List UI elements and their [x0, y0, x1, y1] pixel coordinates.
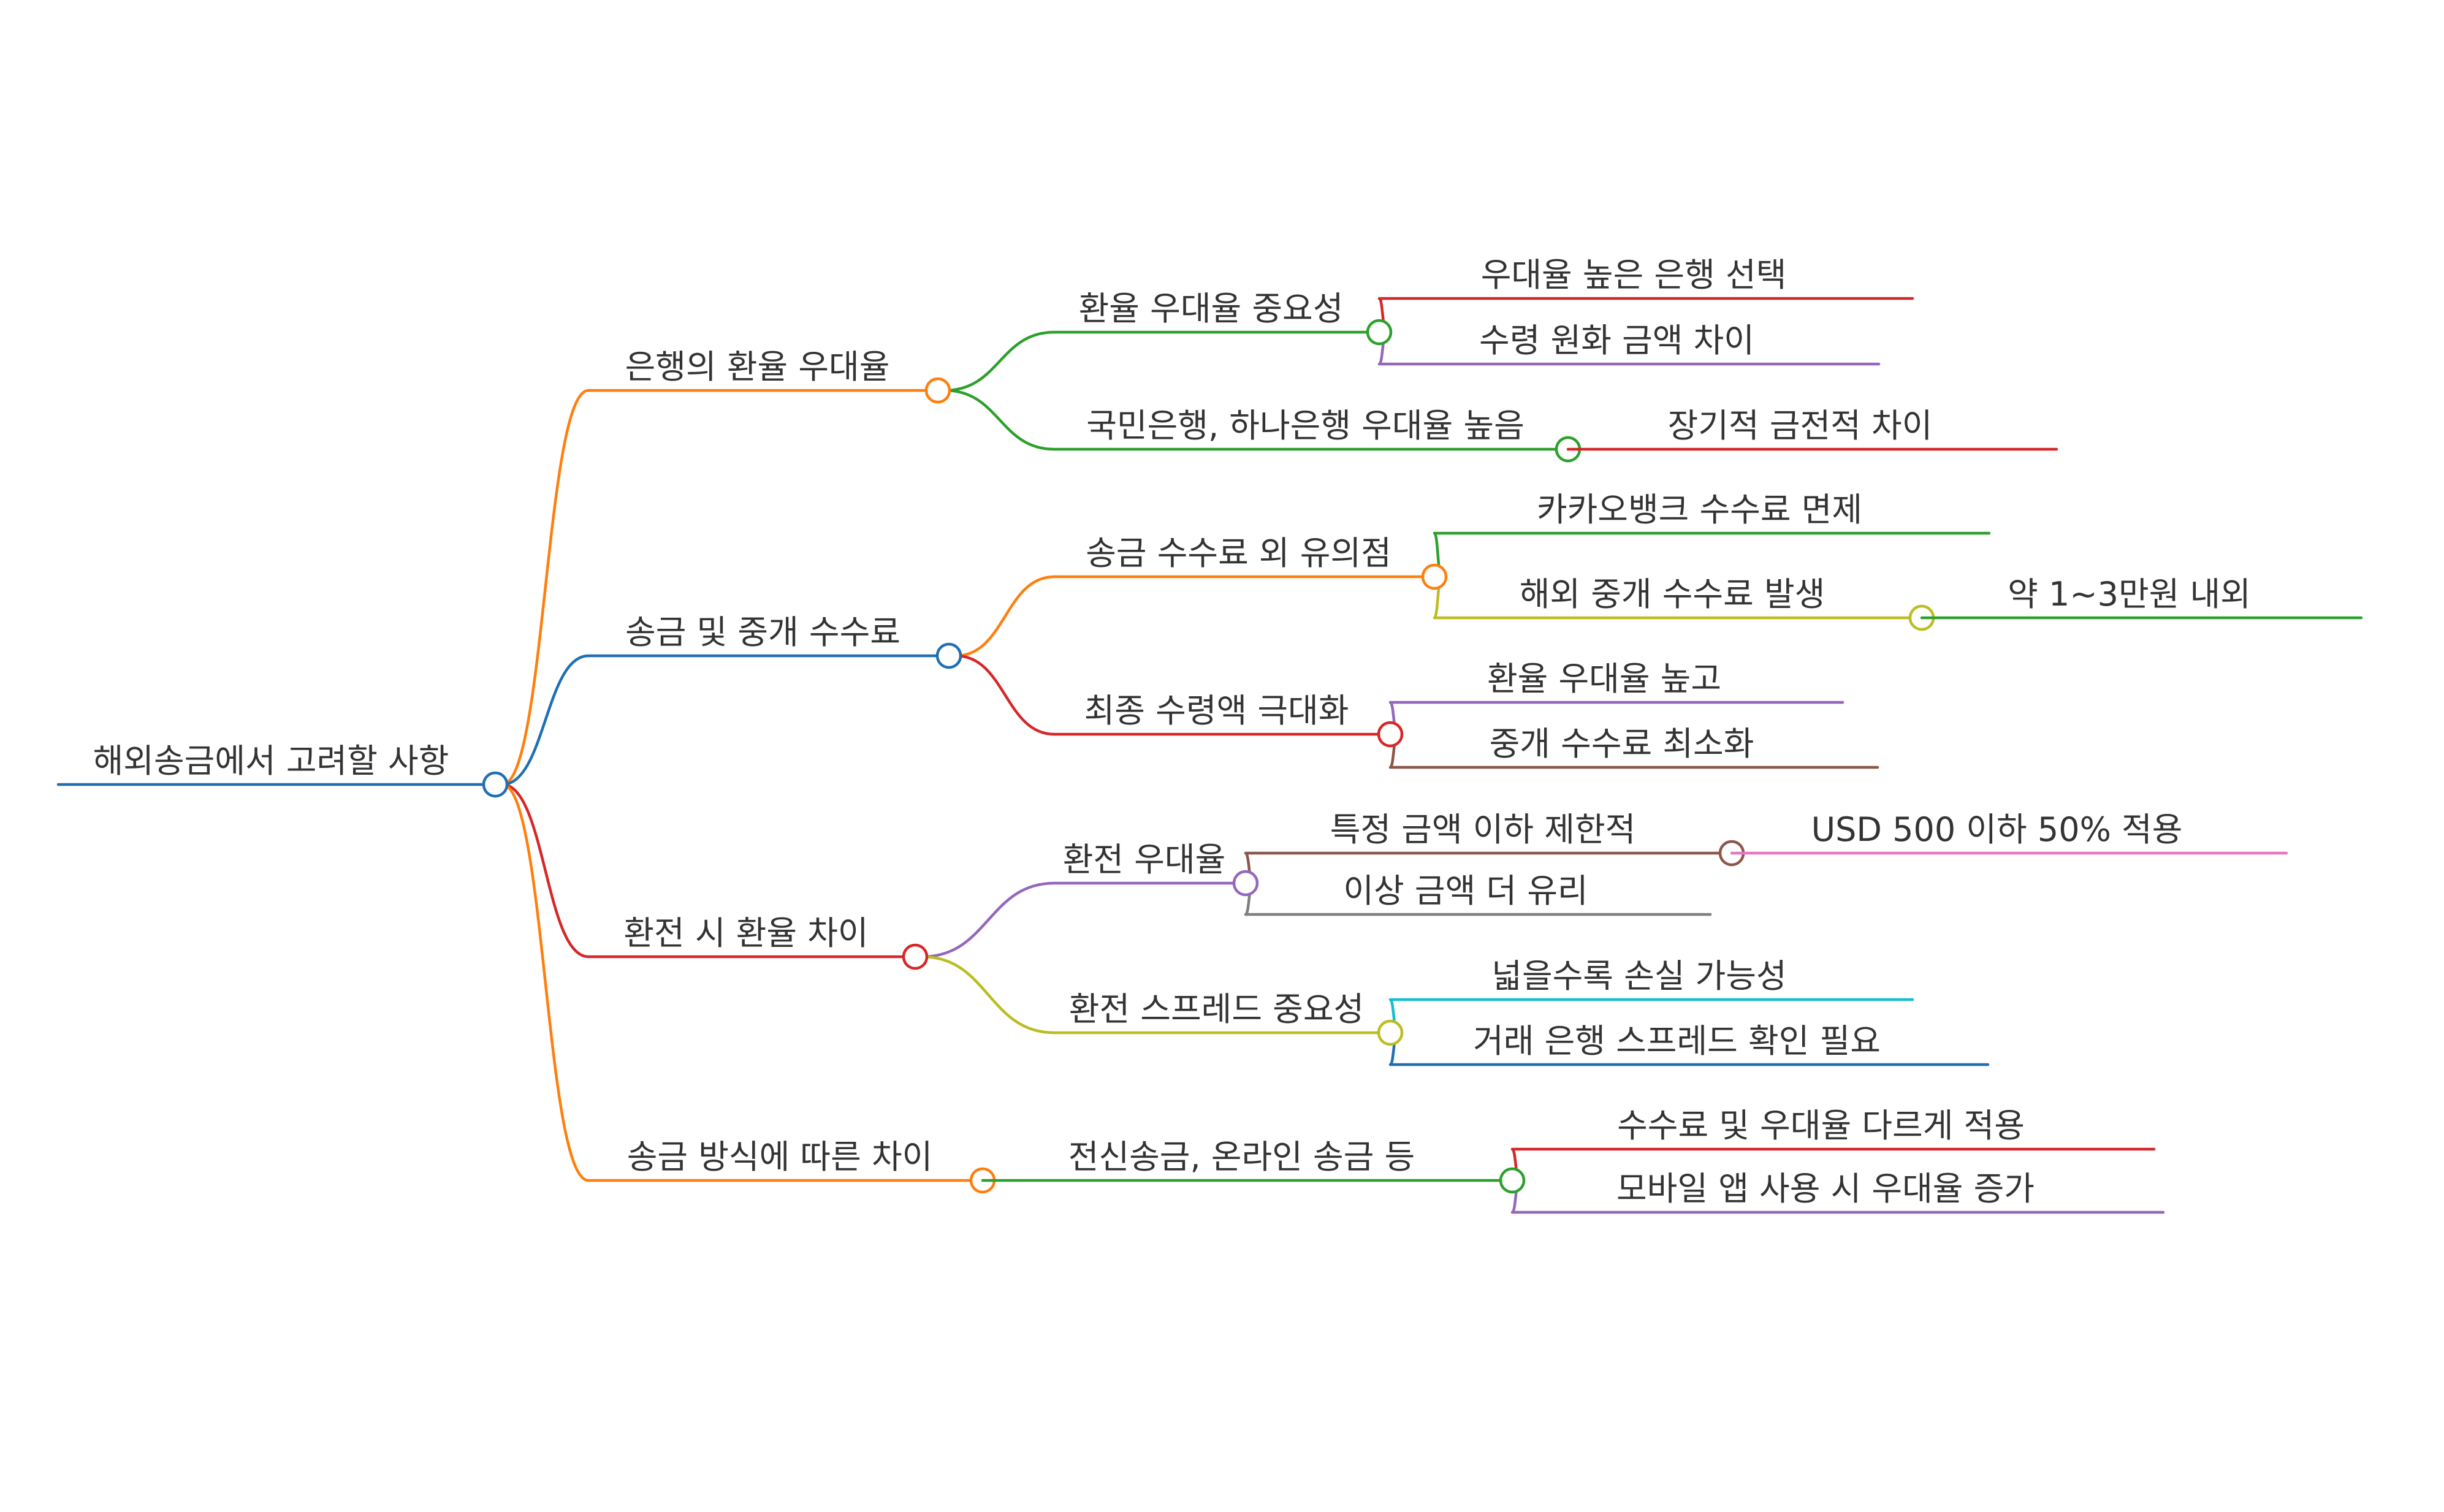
- edge-b1-b1a: [945, 330, 1055, 392]
- node-label: 모바일 앱 사용 시 우대율 증가: [1616, 1169, 2035, 1208]
- mindmap-node-b2a1[interactable]: 카카오뱅크 수수료 면제: [1433, 490, 1991, 535]
- node-label: 특정 금액 이하 제한적: [1330, 810, 1636, 849]
- node-toggle-circle[interactable]: [482, 771, 509, 798]
- node-label: 최종 수령액 극대화: [1084, 691, 1349, 730]
- mindmap-node-b3b1[interactable]: 넓을수록 손실 가능성: [1388, 957, 1914, 1001]
- mindmap-node-b3[interactable]: 환전 시 환율 차이: [587, 914, 929, 970]
- mindmap-node-b2a2a[interactable]: 약 1~3만원 내외: [1920, 575, 2363, 620]
- mindmap-node-b3a[interactable]: 환전 우대율: [1053, 840, 1259, 897]
- mindmap-node-b1b1[interactable]: 장기적 금전적 차이: [1566, 406, 2058, 451]
- mindmap-node-root[interactable]: 해외송금에서 고려할 사항: [56, 742, 509, 798]
- edge-b2-b2a: [956, 575, 1055, 658]
- node-toggle-circle[interactable]: [1366, 319, 1393, 346]
- node-label: 환전 스프레드 중요성: [1069, 990, 1364, 1028]
- node-label: 송금 수수료 외 유의점: [1086, 534, 1391, 572]
- mindmap-node-b2a2[interactable]: 해외 중개 수수료 발생: [1433, 575, 1935, 631]
- mindmap-node-b3a1a[interactable]: USD 500 이하 50% 적용: [1730, 810, 2288, 855]
- mindmap-node-b2a[interactable]: 송금 수수료 외 유의점: [1053, 534, 1448, 590]
- mindmap-node-b4a[interactable]: 전신송금, 온라인 송금 등: [981, 1138, 1526, 1194]
- node-toggle-circle[interactable]: [1499, 1167, 1526, 1194]
- node-label: 국민은행, 하나은행 우대율 높음: [1086, 406, 1525, 445]
- node-label: 송금 방식에 따른 차이: [627, 1138, 933, 1176]
- mindmap-node-b2[interactable]: 송금 및 중개 수수료: [587, 613, 962, 669]
- node-toggle-circle[interactable]: [1421, 563, 1448, 590]
- node-label: 환율 우대율 높고: [1487, 659, 1721, 698]
- node-label: 중개 수수료 최소화: [1490, 724, 1754, 763]
- node-label: USD 500 이하 50% 적용: [1811, 810, 2183, 849]
- mindmap-node-b4a1[interactable]: 수수료 및 우대율 다르게 적용: [1510, 1106, 2156, 1151]
- mindmap-node-b4[interactable]: 송금 방식에 따른 차이: [587, 1138, 996, 1194]
- node-label: 거래 은행 스프레드 확인 필요: [1473, 1022, 1881, 1060]
- node-label: 환전 시 환율 차이: [623, 914, 868, 952]
- node-toggle-circle[interactable]: [1232, 870, 1259, 897]
- edge-b3-b3a: [922, 881, 1055, 959]
- node-label: 은행의 환율 우대율: [625, 348, 890, 386]
- mindmap-node-b2b2[interactable]: 중개 수수료 최소화: [1388, 724, 1879, 769]
- node-label: 수령 원화 금액 차이: [1479, 321, 1754, 360]
- edge-root-b4: [501, 783, 589, 1182]
- node-toggle-circle[interactable]: [1377, 721, 1404, 748]
- node-label: 환율 우대율 중요성: [1079, 289, 1344, 328]
- node-label: 수수료 및 우대율 다르게 적용: [1617, 1106, 2025, 1145]
- mindmap-node-b2b1[interactable]: 환율 우대율 높고: [1388, 659, 1844, 704]
- edge-root-b3: [502, 783, 589, 959]
- node-label: 해외 중개 수수료 발생: [1520, 575, 1825, 614]
- edge-b1-b1b: [945, 389, 1055, 451]
- node-label: 카카오뱅크 수수료 면제: [1537, 490, 1862, 529]
- mindmap-node-b3b2[interactable]: 거래 은행 스프레드 확인 필요: [1388, 1022, 1990, 1066]
- node-label: 약 1~3만원 내외: [2008, 575, 2251, 614]
- mindmap-node-b1a1[interactable]: 우대율 높은 은행 선택: [1377, 256, 1914, 300]
- mindmap-nodes: 해외송금에서 고려할 사항 은행의 환율 우대율 환율 우대율 중요성 우대율 높은 …: [56, 256, 2363, 1214]
- edge-root-b1: [501, 389, 589, 786]
- node-toggle-circle[interactable]: [902, 943, 929, 970]
- node-toggle-circle[interactable]: [1377, 1019, 1404, 1046]
- mindmap-node-b3b[interactable]: 환전 스프레드 중요성: [1053, 990, 1404, 1046]
- mindmap-node-b3a2[interactable]: 이상 금액 더 유리: [1244, 872, 1712, 916]
- node-label: 이상 금액 더 유리: [1343, 872, 1588, 910]
- node-toggle-circle[interactable]: [924, 377, 951, 404]
- node-toggle-circle[interactable]: [935, 642, 962, 669]
- mindmap-node-b3a1[interactable]: 특정 금액 이하 제한적: [1244, 810, 1745, 867]
- mindmap-node-b4a2[interactable]: 모바일 앱 사용 시 우대율 증가: [1510, 1169, 2165, 1214]
- node-label: 송금 및 중개 수수료: [625, 613, 900, 652]
- mindmap-node-b1[interactable]: 은행의 환율 우대율: [587, 348, 951, 404]
- node-label: 해외송금에서 고려할 사항: [93, 742, 449, 780]
- edge-b3-b3b: [922, 955, 1055, 1035]
- edge-b2-b2b: [956, 654, 1055, 736]
- mindmap-node-b1a[interactable]: 환율 우대율 중요성: [1053, 289, 1393, 346]
- mindmap-node-b2b[interactable]: 최종 수령액 극대화: [1053, 691, 1404, 748]
- node-label: 장기적 금전적 차이: [1668, 406, 1933, 445]
- node-label: 환전 우대율: [1063, 840, 1226, 879]
- node-label: 전신송금, 온라인 송금 등: [1068, 1138, 1415, 1176]
- edge-root-b2: [502, 654, 589, 786]
- mindmap-node-b1b[interactable]: 국민은행, 하나은행 우대율 높음: [1053, 406, 1582, 463]
- node-label: 넓을수록 손실 가능성: [1491, 957, 1786, 995]
- mindmap-node-b1a2[interactable]: 수령 원화 금액 차이: [1377, 321, 1881, 366]
- node-label: 우대율 높은 은행 선택: [1481, 256, 1787, 294]
